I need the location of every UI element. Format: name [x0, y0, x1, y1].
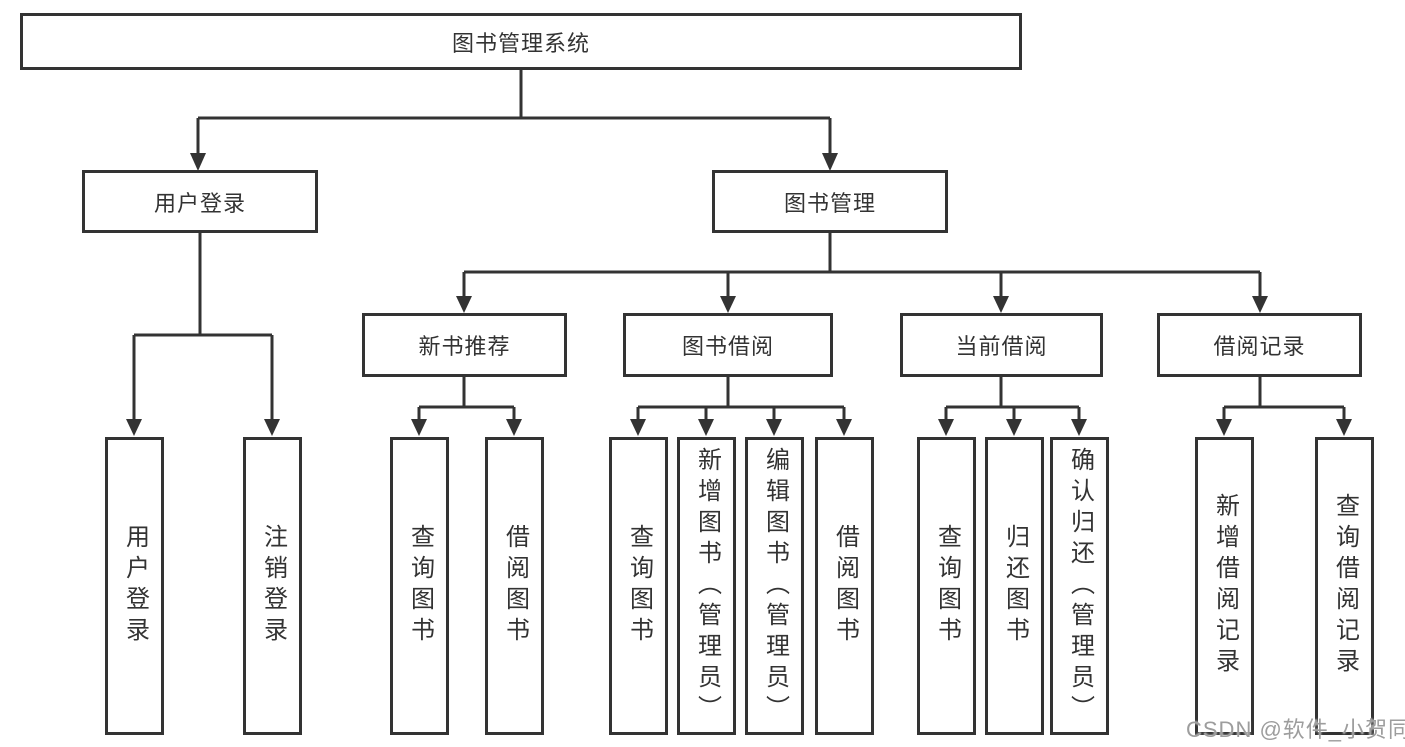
arrowhead	[766, 419, 782, 436]
connector-root	[196, 70, 832, 153]
leaf-add-borrow-record-label: 新增借阅记录	[1211, 493, 1239, 679]
node-book-management: 图书管理	[712, 170, 948, 233]
leaf-confirm-return-admin: 确认归还（管理员）	[1050, 437, 1109, 735]
arrowhead	[630, 419, 646, 436]
node-borrow-records-label: 借阅记录	[1213, 334, 1306, 359]
leaf-query-books-recommend-label: 查询图书	[406, 524, 434, 648]
arrowhead	[264, 419, 280, 436]
arrowhead	[1252, 296, 1268, 313]
node-root: 图书管理系统	[20, 13, 1022, 70]
node-current-borrow-label: 当前借阅	[955, 334, 1048, 359]
connector-borrow-records	[1222, 377, 1346, 419]
node-user-login: 用户登录	[82, 170, 318, 233]
leaf-query-books-borrow: 查询图书	[609, 437, 668, 735]
leaf-add-books-admin: 新增图书（管理员）	[677, 437, 736, 735]
node-root-label: 图书管理系统	[451, 30, 590, 56]
node-book-borrow: 图书借阅	[623, 313, 833, 377]
node-user-login-label: 用户登录	[153, 190, 246, 216]
arrowhead	[938, 419, 954, 436]
node-current-borrow: 当前借阅	[900, 313, 1103, 377]
leaf-borrow-books-label: 借阅图书	[831, 524, 859, 648]
arrowhead	[836, 419, 852, 436]
leaf-logout: 注销登录	[243, 437, 302, 735]
arrowhead	[411, 419, 427, 436]
node-book-management-label: 图书管理	[783, 190, 876, 216]
leaf-return-books-label: 归还图书	[1001, 524, 1029, 648]
leaf-edit-books-admin-label: 编辑图书（管理员）	[761, 446, 789, 726]
arrowhead	[993, 296, 1009, 313]
leaf-return-books: 归还图书	[985, 437, 1044, 735]
connector-new-book-recommend	[417, 377, 516, 419]
arrowhead	[1006, 419, 1022, 436]
node-book-borrow-label: 图书借阅	[681, 334, 774, 359]
leaf-query-books-current-label: 查询图书	[933, 524, 961, 648]
leaf-confirm-return-admin-label: 确认归还（管理员）	[1066, 446, 1094, 726]
leaf-logout-label: 注销登录	[259, 524, 287, 648]
leaf-add-borrow-record: 新增借阅记录	[1195, 437, 1254, 735]
watermark: CSDN @软件_小贺同学	[1186, 717, 1405, 742]
connector-current-borrow	[944, 377, 1081, 419]
leaf-query-books-current: 查询图书	[917, 437, 976, 735]
node-borrow-records: 借阅记录	[1157, 313, 1362, 377]
leaf-borrow-books: 借阅图书	[815, 437, 874, 735]
leaf-add-books-admin-label: 新增图书（管理员）	[693, 446, 721, 726]
connector-book-management	[462, 233, 1262, 296]
leaf-user-login: 用户登录	[105, 437, 164, 735]
leaf-borrow-books-recommend: 借阅图书	[485, 437, 544, 735]
arrowhead	[190, 153, 206, 171]
arrowhead	[126, 419, 142, 436]
arrowhead	[1216, 419, 1232, 436]
node-new-book-recommend-label: 新书推荐	[418, 334, 511, 359]
connector-user-login	[132, 233, 274, 419]
arrowhead	[822, 153, 838, 171]
arrowhead	[1071, 419, 1087, 436]
leaf-query-books-borrow-label: 查询图书	[625, 524, 653, 648]
connector-book-borrow	[636, 377, 846, 419]
leaf-borrow-books-recommend-label: 借阅图书	[501, 524, 529, 648]
leaf-query-books-recommend: 查询图书	[390, 437, 449, 735]
arrowhead	[698, 419, 714, 436]
arrowhead	[720, 296, 736, 313]
arrowhead	[506, 419, 522, 436]
leaf-query-borrow-record-label: 查询借阅记录	[1331, 493, 1359, 679]
node-new-book-recommend: 新书推荐	[362, 313, 567, 377]
arrowhead	[456, 296, 472, 313]
arrowhead	[1336, 419, 1352, 436]
leaf-user-login-label: 用户登录	[121, 524, 149, 648]
leaf-query-borrow-record: 查询借阅记录	[1315, 437, 1374, 735]
leaf-edit-books-admin: 编辑图书（管理员）	[745, 437, 804, 735]
